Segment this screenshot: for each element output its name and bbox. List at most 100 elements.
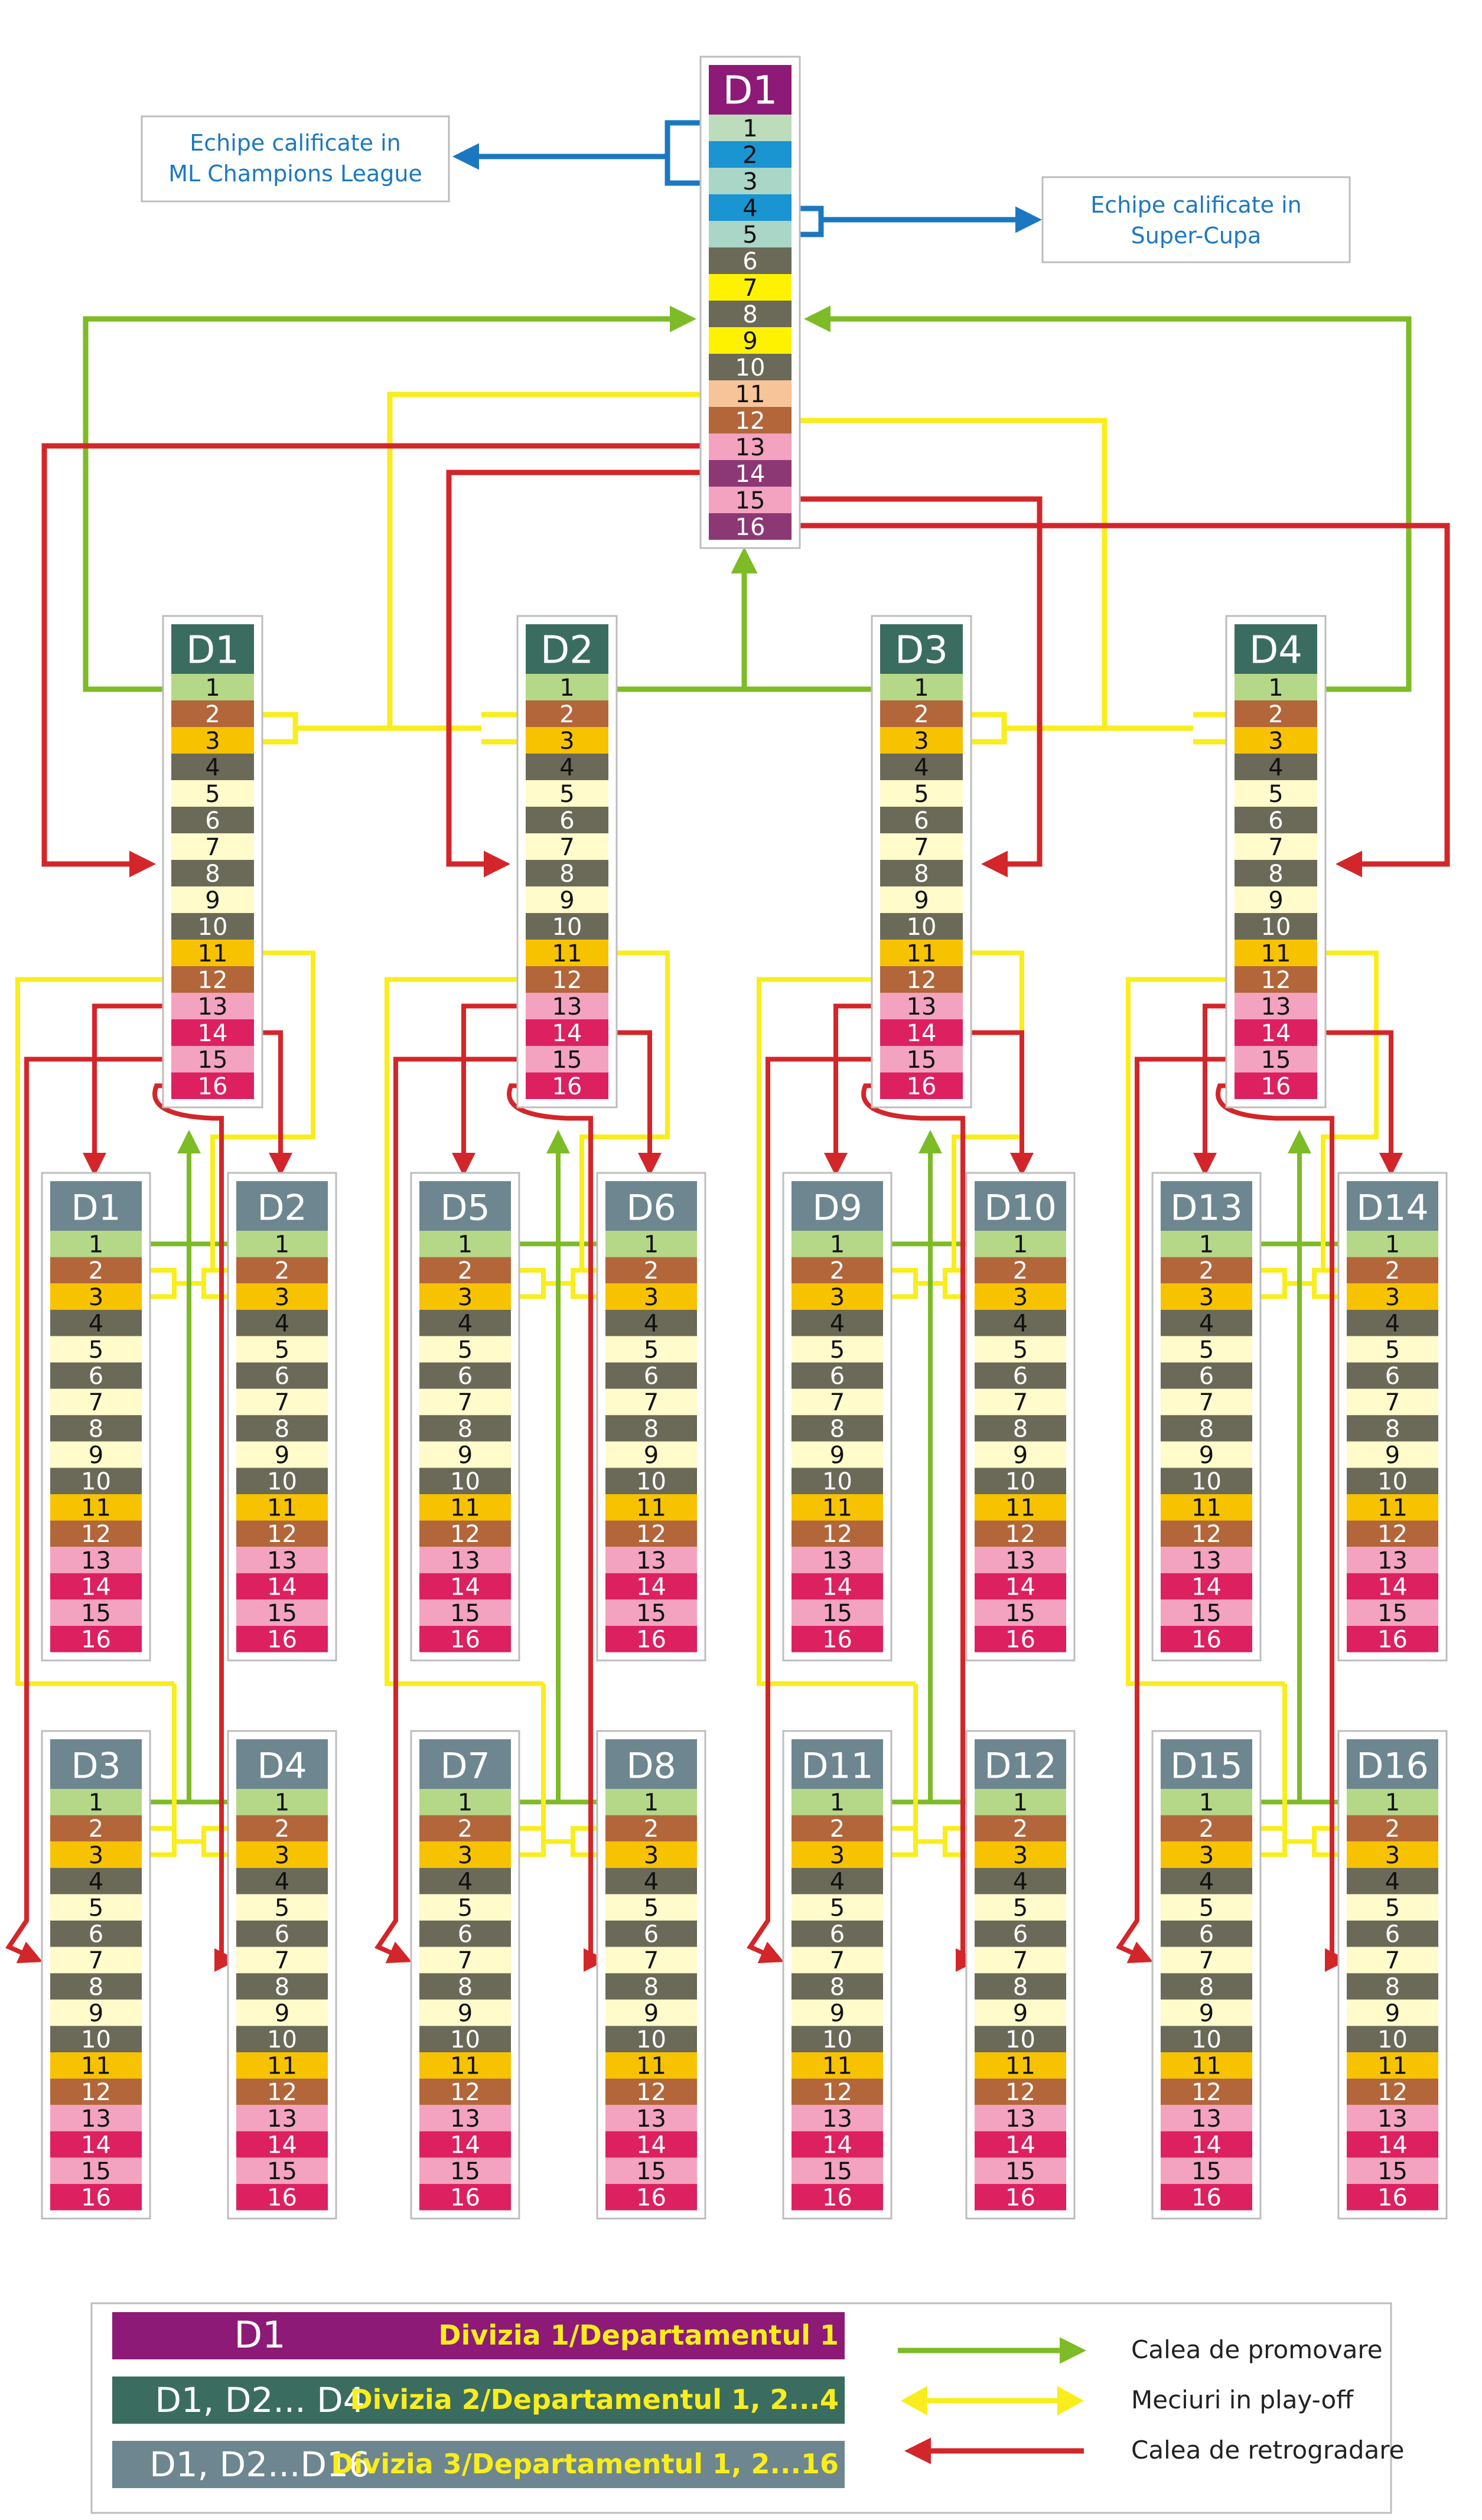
position-number: 16 [1191,2185,1222,2212]
position-row [419,1894,511,1921]
position-number: 11 [822,1495,852,1522]
position-row [419,1468,511,1494]
position-row [1161,2052,1252,2079]
position-number: 16 [81,1626,111,1654]
position-row [975,2052,1066,2079]
position-row [709,141,792,168]
position-number: 13 [198,993,228,1021]
relegation-path-div2 [861,1083,979,1972]
position-row [1347,2078,1438,2105]
position-row [975,1441,1066,1468]
position-row [50,1415,142,1442]
position-row [1347,1867,1438,1895]
position-row [50,1231,142,1257]
position-number: 12 [81,1521,111,1548]
position-row [1347,1573,1438,1600]
position-number: 8 [1199,1974,1214,2001]
position-row [50,1362,142,1389]
position-number: 5 [275,1895,289,1922]
position-row [880,807,963,833]
position-number: 3 [275,1284,289,1311]
position-number: 4 [1013,1310,1028,1337]
position-row [419,1815,511,1842]
position-number: 4 [914,754,929,781]
position-number: 2 [830,1815,845,1843]
div3-table-top-d1-header [50,1181,142,1231]
position-row [1161,1921,1252,1947]
div2-table-d2-header [526,624,608,674]
position-number: 6 [1013,1363,1028,1390]
position-row [880,966,963,993]
position-row [50,1494,142,1521]
legend-div2-band [112,2376,845,2424]
position-number: 8 [89,1974,103,2001]
position-row [1235,966,1317,993]
position-row [975,2131,1066,2158]
position-row [236,1626,328,1652]
position-number: 4 [275,1310,289,1337]
position-row [605,2131,697,2158]
legend-div3-badge: D1, D2...D16 [149,2444,370,2485]
position-number: 3 [559,728,574,755]
position-row [526,807,608,833]
position-row [1161,1815,1252,1842]
position-number: 9 [559,887,574,914]
position-row [605,1231,697,1257]
div3-table-bottom-d3-title: D3 [71,1746,120,1787]
position-row [709,380,792,407]
position-row [792,1415,883,1442]
position-number: 8 [1268,860,1283,888]
position-row [605,1789,697,1815]
position-number: 16 [267,2185,297,2212]
position-row [975,1626,1066,1652]
position-number: 12 [636,1521,666,1548]
position-row [171,940,254,966]
position-row [1235,807,1317,833]
position-row [419,1947,511,1974]
div3-table-top-d2-title: D2 [257,1188,307,1229]
playoff-path [1317,950,1379,1270]
position-number: 14 [1005,2131,1035,2159]
position-number: 1 [89,1789,103,1817]
position-number: 5 [1013,1336,1028,1364]
position-number: 2 [89,1815,103,1843]
position-number: 5 [89,1336,103,1364]
position-row [236,1494,328,1521]
position-row [171,913,254,940]
callout-super-cup-line1: Echipe calificate in [1090,192,1302,218]
position-row [880,1072,963,1099]
div3-table-top-d2-header [236,1181,328,1231]
playoff-path [15,977,174,1686]
position-row [792,2184,883,2211]
position-row [1161,1947,1252,1974]
div3-table-bottom-d16-header [1347,1739,1438,1789]
position-row [236,1441,328,1468]
relegation-path-div2 [824,1003,880,1176]
position-number: 5 [1385,1336,1400,1364]
position-number: 16 [1005,2185,1035,2212]
div3-table-top-d10-title: D10 [984,1188,1057,1229]
position-number: 6 [1385,1363,1400,1390]
position-row [171,1072,254,1099]
position-row [792,1520,883,1547]
position-row [526,780,608,807]
position-number: 8 [1385,1974,1400,2001]
position-row [1161,1231,1252,1257]
position-number: 10 [822,2026,852,2053]
position-row [1161,1415,1252,1442]
position-number: 6 [1199,1363,1214,1390]
position-number: 13 [450,1547,480,1574]
position-number: 16 [1377,2185,1408,2212]
position-number: 5 [742,221,757,249]
position-row [50,1947,142,1974]
position-number: 11 [1005,1495,1035,1522]
position-number: 11 [81,1495,111,1522]
position-number: 14 [735,461,766,488]
div3-table-bottom-d7-header [419,1739,511,1789]
position-row [171,780,254,807]
position-row [236,2052,328,2079]
position-row [526,860,608,886]
